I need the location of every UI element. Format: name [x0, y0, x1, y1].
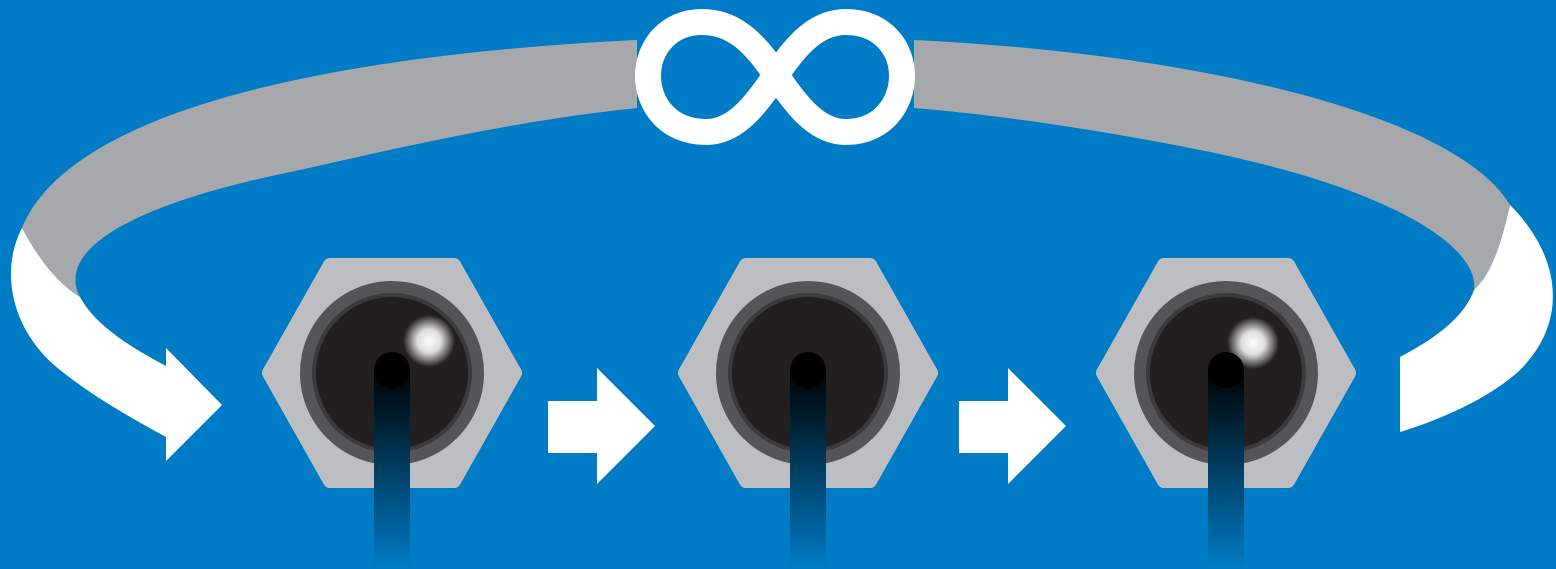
- button-cable: [1208, 370, 1244, 569]
- loop-band: [914, 40, 1510, 290]
- push-button: [269, 265, 515, 569]
- button-light-glint: [403, 315, 455, 367]
- loop-return-arrow: [11, 228, 222, 461]
- push-button: [1103, 265, 1349, 569]
- button-cable: [790, 370, 826, 569]
- sequence-arrow: [548, 368, 655, 484]
- infinity-icon: [648, 22, 902, 132]
- button-cable: [374, 370, 410, 569]
- push-button: [685, 265, 931, 569]
- sequence-arrow: [959, 368, 1066, 484]
